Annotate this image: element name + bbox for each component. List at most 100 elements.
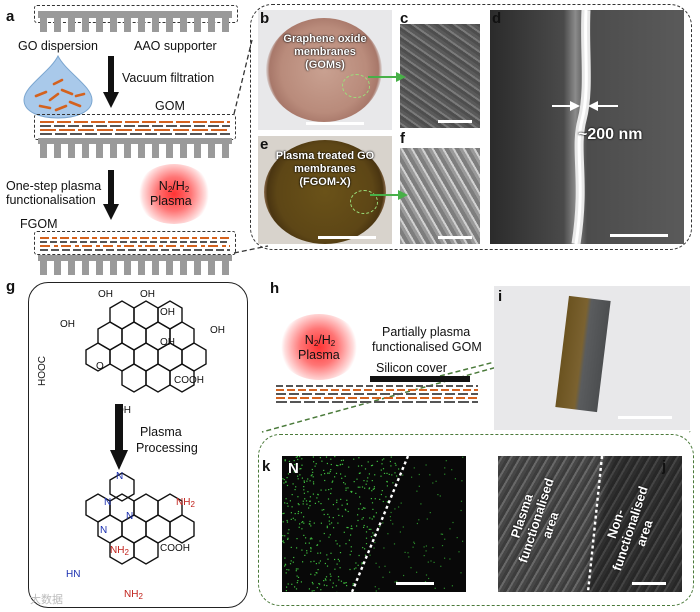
nitrogen-dot	[301, 549, 303, 551]
nitrogen-dot	[328, 536, 330, 538]
nitrogen-dot	[282, 521, 284, 523]
n-label-1: N	[116, 471, 124, 482]
nitrogen-dot	[386, 481, 388, 483]
nitrogen-dot	[373, 534, 375, 536]
oh-label-4: OH	[210, 325, 225, 336]
panel-i-photo	[494, 286, 690, 430]
nitrogen-dot	[329, 573, 331, 575]
plasma-h: /H	[172, 179, 185, 193]
nitrogen-dot	[365, 483, 367, 485]
scale-bar-d	[610, 234, 668, 237]
nitrogen-dot	[294, 586, 296, 588]
nitrogen-dot	[398, 468, 400, 470]
nitrogen-dot	[358, 554, 360, 557]
nitrogen-dot	[350, 550, 352, 552]
nitrogen-dot	[357, 519, 359, 522]
nitrogen-dot	[303, 492, 305, 494]
arrow-b-to-c-icon	[368, 72, 406, 82]
nitrogen-dot	[297, 576, 300, 578]
nitrogen-dot	[365, 543, 368, 545]
nitrogen-dot	[317, 569, 319, 571]
nitrogen-dot	[355, 567, 357, 569]
nh2-text-3: NH	[124, 589, 139, 600]
panel-b-caption: Graphene oxide membranes (GOMs)	[258, 33, 392, 72]
nitrogen-dot	[396, 580, 398, 582]
nitrogen-dot	[291, 583, 293, 585]
nitrogen-dot	[355, 562, 357, 564]
nitrogen-dot	[357, 514, 359, 516]
nitrogen-dot	[381, 463, 383, 465]
nitrogen-dot	[341, 477, 343, 479]
nitrogen-dot	[353, 568, 355, 570]
nitrogen-dot	[335, 540, 337, 542]
nitrogen-dot	[462, 540, 464, 542]
panel-e-line1: Plasma treated GO	[275, 150, 375, 162]
nitrogen-dot	[423, 555, 425, 557]
nitrogen-dot	[369, 517, 371, 519]
nitrogen-dot	[323, 513, 325, 516]
nitrogen-dot	[324, 473, 326, 475]
nitrogen-dot	[432, 547, 434, 549]
nitrogen-dot	[309, 520, 311, 522]
nitrogen-dot	[323, 580, 325, 582]
nitrogen-dot	[363, 524, 365, 527]
nitrogen-dot	[368, 488, 370, 490]
nitrogen-dot	[332, 582, 334, 584]
nitrogen-dot	[297, 496, 299, 498]
one-step-label: One-step plasma	[6, 179, 102, 193]
nitrogen-dot	[383, 472, 386, 474]
scale-bar-i	[618, 416, 672, 419]
nitrogen-dot	[394, 472, 396, 474]
nitrogen-dot	[326, 554, 328, 556]
partially-line2: functionalised GOM	[372, 340, 482, 354]
functionalisation-label: functionalisation	[6, 193, 96, 207]
nitrogen-dot	[382, 522, 384, 524]
nitrogen-dot	[315, 463, 317, 465]
nitrogen-dot	[394, 508, 396, 510]
nitrogen-dot	[311, 538, 313, 540]
nitrogen-dot	[337, 576, 340, 578]
nitrogen-dot	[326, 585, 328, 587]
nitrogen-dot	[308, 507, 310, 509]
nitrogen-dot	[311, 474, 313, 476]
nitrogen-dot	[282, 478, 284, 480]
nitrogen-dot	[359, 496, 361, 498]
nitrogen-dot	[345, 582, 347, 584]
gom-label: GOM	[155, 99, 185, 113]
nitrogen-dot	[357, 486, 359, 488]
thickness-label: ~200 nm	[578, 126, 643, 143]
nitrogen-dot	[340, 498, 342, 500]
nitrogen-dot	[318, 562, 320, 564]
nitrogen-dot	[444, 467, 446, 469]
nitrogen-dot	[282, 513, 284, 515]
nitrogen-dot	[336, 563, 338, 565]
nitrogen-dot	[291, 494, 293, 496]
nitrogen-dot	[350, 528, 352, 530]
nitrogen-dot	[460, 509, 462, 512]
nitrogen-dot	[330, 488, 332, 490]
nitrogen-dot	[451, 585, 453, 587]
nitrogen-dot	[327, 498, 330, 500]
nitrogen-dot	[359, 503, 362, 505]
nitrogen-dot	[378, 566, 380, 568]
nitrogen-dot	[303, 489, 305, 491]
nitrogen-dot	[284, 502, 286, 504]
gom-highlight-circle	[342, 74, 370, 98]
scale-bar-k	[396, 582, 434, 585]
n-label-2: N	[104, 497, 112, 508]
nitrogen-dot	[286, 477, 288, 479]
nitrogen-dot	[430, 560, 432, 562]
nitrogen-dot	[310, 573, 312, 575]
nitrogen-dot	[358, 472, 360, 474]
nitrogen-dot	[370, 465, 373, 467]
bf-frame	[250, 4, 692, 250]
panel-label-f: f	[400, 130, 405, 147]
nitrogen-dot	[402, 526, 404, 528]
nitrogen-dot	[440, 533, 442, 535]
nitrogen-dot	[285, 480, 287, 482]
nitrogen-dot	[309, 505, 311, 507]
nitrogen-dot	[333, 527, 335, 529]
nitrogen-dot	[294, 489, 296, 491]
j-right-dark	[498, 456, 682, 592]
nitrogen-dot	[301, 528, 303, 530]
